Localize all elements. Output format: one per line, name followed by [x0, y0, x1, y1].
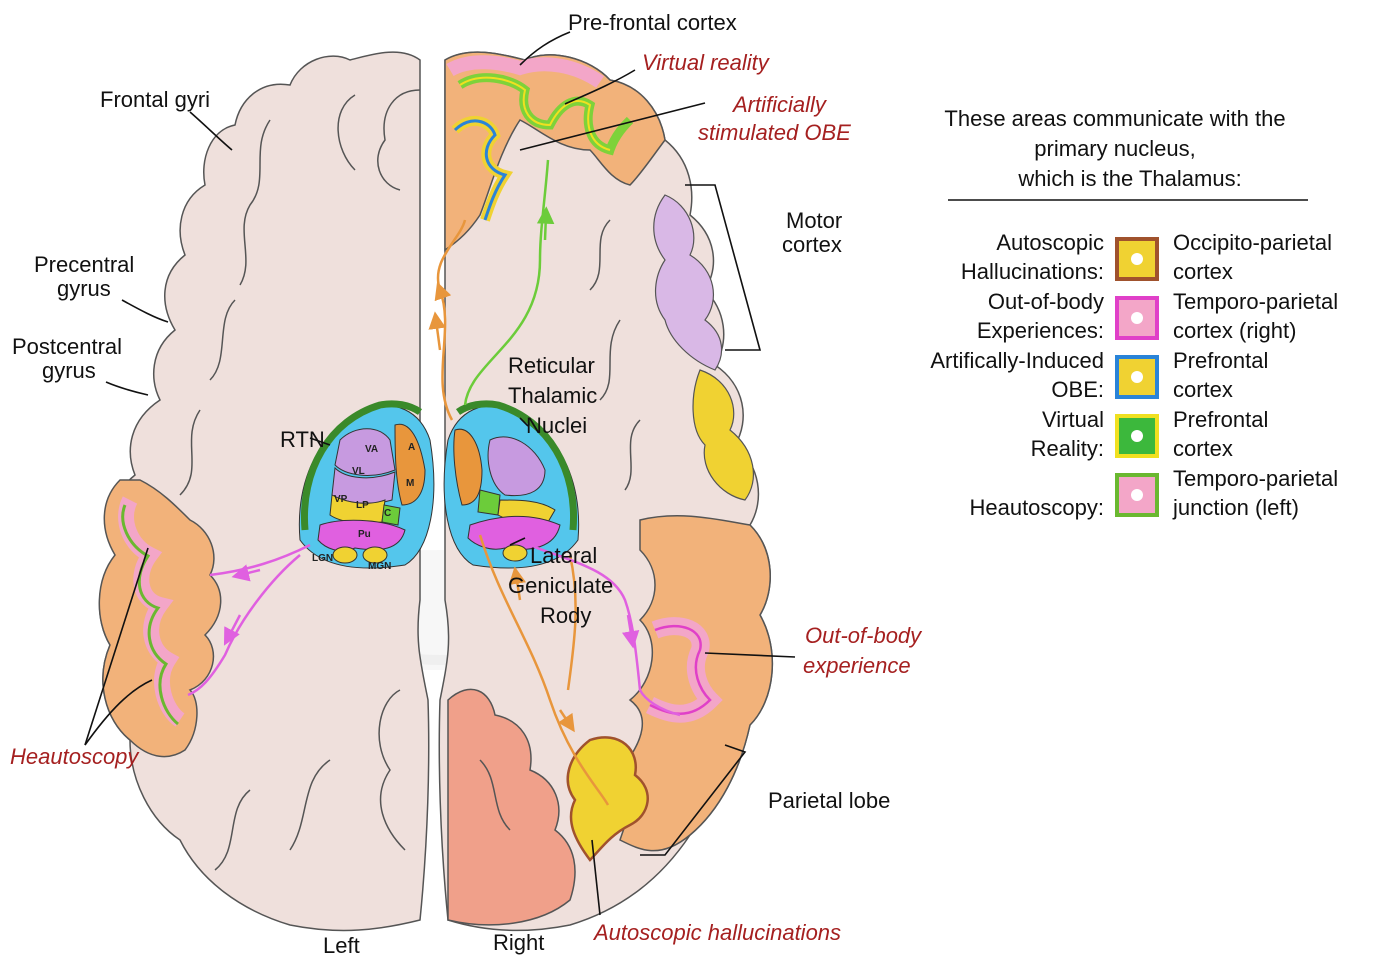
annotation-artificial-1: Artificially: [731, 92, 828, 117]
legend-right-1: Occipito-parietal: [1173, 230, 1332, 255]
legend-right-1: Temporo-parietal: [1173, 289, 1338, 314]
label-rtn: RTN: [280, 427, 325, 452]
label-left: Left: [323, 933, 360, 958]
legend-right-1: Prefrontal: [1173, 407, 1268, 432]
label-right: Right: [493, 930, 544, 955]
legend-row: AutoscopicHallucinations: Occipito-pariet…: [961, 230, 1332, 284]
nucleus-vp: VP: [334, 494, 348, 505]
legend-row: Heautoscopy: Temporo-parietal junction (le…: [969, 466, 1338, 520]
label-motor-1: Motor: [786, 208, 842, 233]
nucleus-lp: LP: [356, 500, 369, 511]
legend-swatch-dot: [1131, 253, 1143, 265]
label-reticular-2: Thalamic: [508, 383, 597, 408]
legend-header-2: primary nucleus,: [1034, 136, 1195, 161]
legend-right-2: cortex: [1173, 377, 1233, 402]
legend-right-2: junction (left): [1172, 495, 1299, 520]
legend-right-2: cortex: [1173, 436, 1233, 461]
label-lateral-3: Rody: [540, 603, 591, 628]
legend-right-1: Temporo-parietal: [1173, 466, 1338, 491]
legend-left-2: Reality:: [1031, 436, 1104, 461]
legend-left-2: OBE:: [1051, 377, 1104, 402]
legend-left-2: Experiences:: [977, 318, 1104, 343]
label-motor-2: cortex: [782, 232, 842, 257]
nucleus-vl: VL: [352, 466, 365, 477]
annotation-out-of-body-1: Out-of-body: [805, 623, 923, 648]
annotation-autoscopic: Autoscopic hallucinations: [592, 920, 841, 945]
label-frontal-gyri: Frontal gyri: [100, 87, 210, 112]
legend-left-1: Out-of-body: [988, 289, 1104, 314]
legend-swatch-dot: [1131, 371, 1143, 383]
nucleus-c: C: [384, 508, 391, 519]
legend-right-2: cortex: [1173, 259, 1233, 284]
nucleus-md: M: [406, 478, 414, 489]
legend-swatch-dot: [1131, 489, 1143, 501]
legend-left-1: Virtual: [1042, 407, 1104, 432]
nucleus-a: A: [408, 442, 415, 453]
nucleus-mgn: MGN: [368, 561, 391, 572]
legend-left-2: Hallucinations:: [961, 259, 1104, 284]
label-parietal-lobe: Parietal lobe: [768, 788, 890, 813]
legend-row: VirtualReality: Prefrontal cortex: [1031, 407, 1269, 461]
label-lateral-2: Geniculate: [508, 573, 613, 598]
annotation-artificial-2: stimulated OBE: [698, 120, 851, 145]
label-reticular-1: Reticular: [508, 353, 595, 378]
nucleus-lgn: LGN: [312, 553, 333, 564]
nucleus-va: VA: [365, 444, 378, 455]
legend: These areas communicate with the primary…: [930, 106, 1338, 520]
label-reticular-3: Nuclei: [526, 413, 587, 438]
label-lateral-1: Lateral: [530, 543, 597, 568]
legend-left-1: Autoscopic: [996, 230, 1104, 255]
legend-rows: AutoscopicHallucinations: Occipito-pariet…: [930, 230, 1338, 520]
annotation-heautoscopy: Heautoscopy: [10, 744, 140, 769]
legend-row: Artifically-InducedOBE: Prefrontal cortex: [930, 348, 1268, 402]
label-precentral-1: Precentral: [34, 252, 134, 277]
label-postcentral-2: gyrus: [42, 358, 96, 383]
legend-left-2: Heautoscopy:: [969, 495, 1104, 520]
legend-swatch-dot: [1131, 312, 1143, 324]
legend-right-2: cortex (right): [1173, 318, 1296, 343]
legend-left-1: Artifically-Induced: [930, 348, 1104, 373]
annotation-out-of-body-2: experience: [803, 653, 911, 678]
label-postcentral-1: Postcentral: [12, 334, 122, 359]
legend-row: Out-of-bodyExperiences: Temporo-parietal c…: [977, 289, 1338, 343]
legend-right-1: Prefrontal: [1173, 348, 1268, 373]
annotation-virtual-reality: Virtual reality: [642, 50, 771, 75]
label-precentral-2: gyrus: [57, 276, 111, 301]
nucleus-pu: Pu: [358, 529, 371, 540]
label-prefrontal-cortex: Pre-frontal cortex: [568, 10, 737, 35]
legend-header-3: which is the Thalamus:: [1017, 166, 1241, 191]
legend-swatch-dot: [1131, 430, 1143, 442]
legend-header-1: These areas communicate with the: [944, 106, 1285, 131]
